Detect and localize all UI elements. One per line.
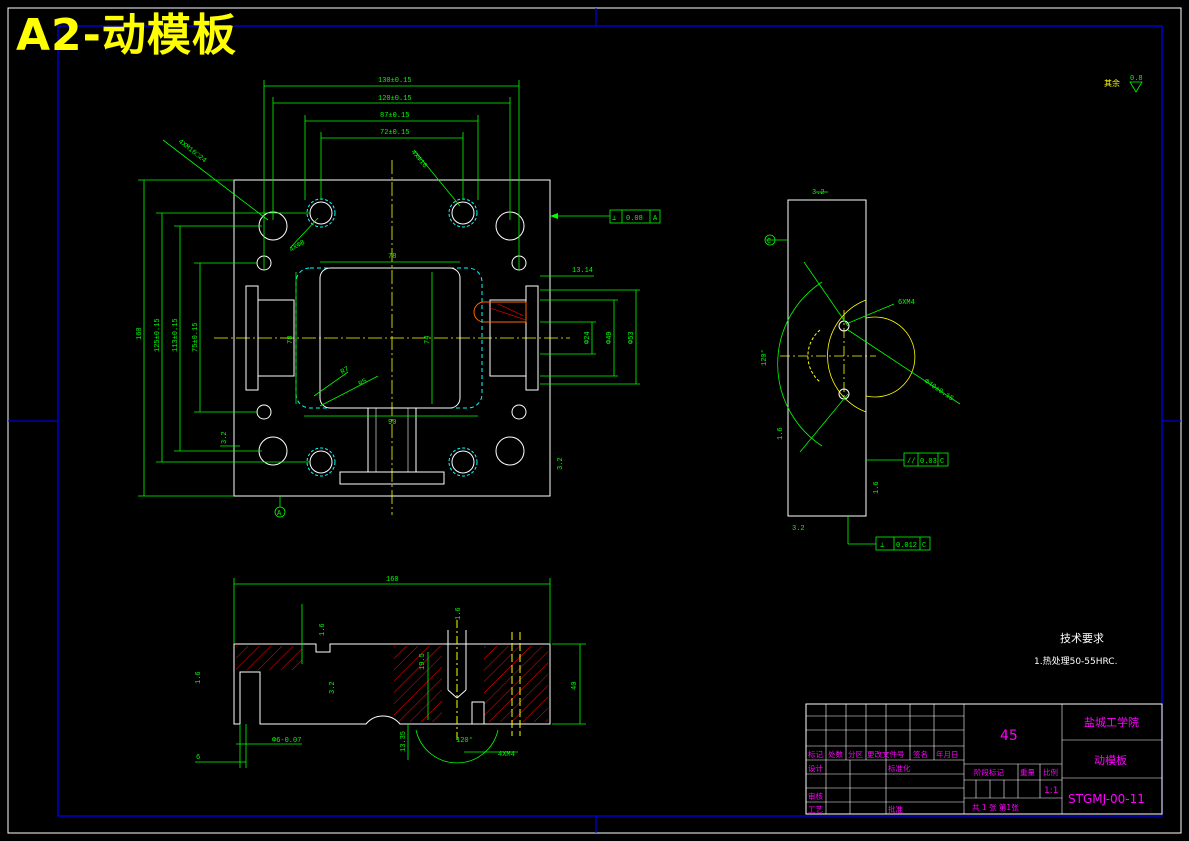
pocket-dim-right: 74 — [424, 336, 432, 344]
section-roughness-b: 1.6 — [195, 671, 203, 684]
header-zone: 分区 — [848, 750, 863, 759]
callout-phi16: 4XΦ16 — [409, 149, 429, 170]
material: 45 — [1000, 728, 1018, 744]
parallel-datum: C — [940, 458, 944, 466]
side-angle: 120° — [760, 349, 769, 366]
callout-m16: 4XM16□24 — [176, 138, 207, 165]
side-roughness-right: 1.6 — [873, 481, 881, 494]
tech-req-item1: 1.热处理50-55HRC. — [1034, 655, 1117, 667]
row-process: 工艺 — [808, 805, 823, 814]
section-small-dim: 6 — [196, 754, 200, 762]
section-roughness-c: 3.2 — [329, 681, 337, 694]
dim-130: 130±0.15 — [378, 77, 412, 85]
school-name: 盐城工学院 — [1084, 715, 1139, 729]
front-view: 130±0.15 120±0.15 87±0.15 72±0.15 160 12… — [136, 77, 661, 518]
side-roughness-side: 1.6 — [777, 427, 785, 440]
header-date: 年月日 — [936, 749, 959, 759]
header-count: 处数 — [828, 749, 843, 759]
stage-label: 阶段标记 — [974, 767, 1004, 777]
dim-120: 120±0.15 — [378, 95, 412, 103]
dim-72: 72±0.15 — [380, 129, 409, 137]
side-pcd: Φ40±0.15 — [922, 378, 954, 403]
frame-perp-symbol: ⊥ — [612, 215, 616, 223]
perp-value: 0.012 — [896, 542, 917, 550]
pocket-dim-left: 78 — [287, 336, 295, 344]
dim-75: 75±0.15 — [192, 323, 200, 352]
weight-label: 重量 — [1020, 768, 1036, 777]
scale-value: 1:1 — [1044, 786, 1058, 796]
tech-req-heading: 技术要求 — [1060, 632, 1104, 645]
frame-perp-value: 0.08 — [626, 215, 643, 223]
dim-13-14: 13.14 — [572, 267, 593, 275]
section-height-40: 40 — [571, 682, 579, 690]
side-roughness-bottom: 3.2 — [792, 525, 805, 533]
part-name: 动模板 — [1094, 753, 1127, 767]
roughness-right: 3.2 — [557, 457, 565, 470]
bore-phi24: Φ24 — [584, 331, 592, 344]
side-thread-callout: 6XM4 — [898, 299, 915, 307]
bore-phi53: Φ53 — [628, 331, 636, 344]
section-angle: 120° — [456, 736, 473, 745]
parallel-value: 0.03 — [920, 458, 937, 466]
side-roughness-top: 3.2 — [812, 189, 825, 197]
surface-finish-note: 其余 0.8 — [1104, 75, 1143, 93]
radius-r5: R5 — [358, 377, 369, 388]
dim-160-vertical: 160 — [136, 327, 144, 340]
row-standardization: 标准化 — [888, 763, 911, 773]
row-design: 设计 — [808, 763, 823, 773]
surface-finish-value: 0.8 — [1130, 75, 1143, 83]
row-review: 审核 — [808, 791, 823, 801]
section-thread: 4XM4 — [498, 751, 515, 759]
callout-phi8: 4XΦ8 — [288, 239, 306, 255]
dim-113: 113±0.15 — [172, 318, 180, 352]
pocket-dim-bottom: 90 — [388, 419, 396, 427]
section-chamfer: 13.35 — [400, 731, 408, 752]
roughness-left: 3.2 — [221, 431, 229, 444]
side-datum-c: C — [767, 238, 771, 246]
parallel-symbol: // — [907, 458, 915, 466]
sheet-border — [7, 7, 1182, 834]
header-change-doc: 更改文件号 — [867, 749, 905, 759]
sheet-info: 共 1 张 第1张 — [972, 802, 1019, 812]
section-roughness-d: 1.6 — [455, 607, 463, 620]
section-roughness-a: 1.6 — [319, 623, 327, 636]
section-view: 160 40 19.5 13.35 120° 4XM4 1.6 1.6 3.2 … — [195, 576, 586, 768]
perp-symbol: ⊥ — [880, 542, 884, 550]
perp-datum: C — [922, 542, 926, 550]
technical-requirements: 技术要求 1.热处理50-55HRC. — [1034, 632, 1117, 667]
drawing-title: A2-动模板 — [16, 10, 237, 61]
section-fit: Φ6-0.07 — [272, 737, 301, 745]
scale-label: 比例 — [1043, 767, 1058, 777]
frame-perp-datum: A — [653, 215, 658, 223]
dim-125: 125±0.15 — [154, 318, 162, 352]
bore-phi49: Φ49 — [606, 331, 614, 344]
surface-finish-label: 其余 — [1104, 78, 1120, 89]
title-block: 标记 处数 分区 更改文件号 签名 年月日 设计 标准化 审核 工艺 批准 阶段… — [805, 703, 1163, 815]
pocket-dim-top: 78 — [388, 253, 396, 261]
header-mark: 标记 — [808, 749, 823, 759]
section-depth-19-5: 19.5 — [419, 653, 427, 670]
row-approve: 批准 — [888, 804, 903, 814]
header-sign: 签名 — [913, 749, 928, 759]
section-width-160: 160 — [386, 576, 399, 584]
radius-r7: R7 — [340, 365, 351, 376]
dim-87: 87±0.15 — [380, 112, 409, 120]
datum-a-label: A — [277, 510, 282, 518]
drawing-number: STGMJ-00-11 — [1068, 792, 1145, 806]
side-view: 3.2 C 6XM4 Φ40±0.15 120° 1.6 1.6 3.2 // … — [760, 189, 961, 551]
